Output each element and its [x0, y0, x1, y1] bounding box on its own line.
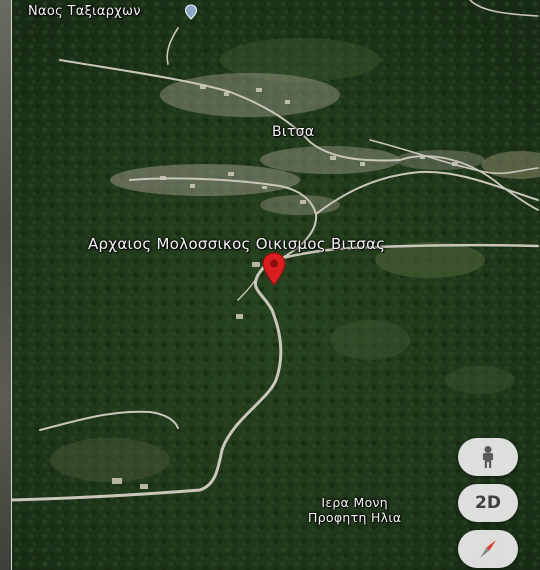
label-vitsa[interactable]: Βιτσα [272, 124, 315, 140]
compass-button[interactable] [458, 530, 518, 568]
selected-location-pin-icon[interactable] [261, 252, 287, 286]
clearings [50, 38, 540, 482]
compass-icon [480, 540, 496, 558]
view-mode-2d-button[interactable]: 2D [458, 484, 518, 522]
left-edge-strip [0, 0, 12, 570]
label-archaios-oikismos[interactable]: Αρχαιος Μολοσσικος Οικισμος Βιτσας [88, 235, 386, 253]
roads [10, 0, 540, 502]
rooftops [112, 262, 260, 489]
view-mode-label: 2D [475, 493, 501, 513]
label-iera-moni-line1: Ιερα Μονη [321, 495, 389, 510]
label-iera-moni[interactable]: Ιερα Μονη Προφητη Ηλια [308, 495, 401, 525]
place-pin-icon[interactable] [184, 4, 198, 20]
street-view-button[interactable] [458, 438, 518, 476]
label-iera-moni-line2: Προφητη Ηλια [308, 510, 402, 525]
label-naos-taxiarchon[interactable]: Ναος Ταξιαρχων [28, 4, 141, 19]
pegman-icon [483, 446, 493, 468]
